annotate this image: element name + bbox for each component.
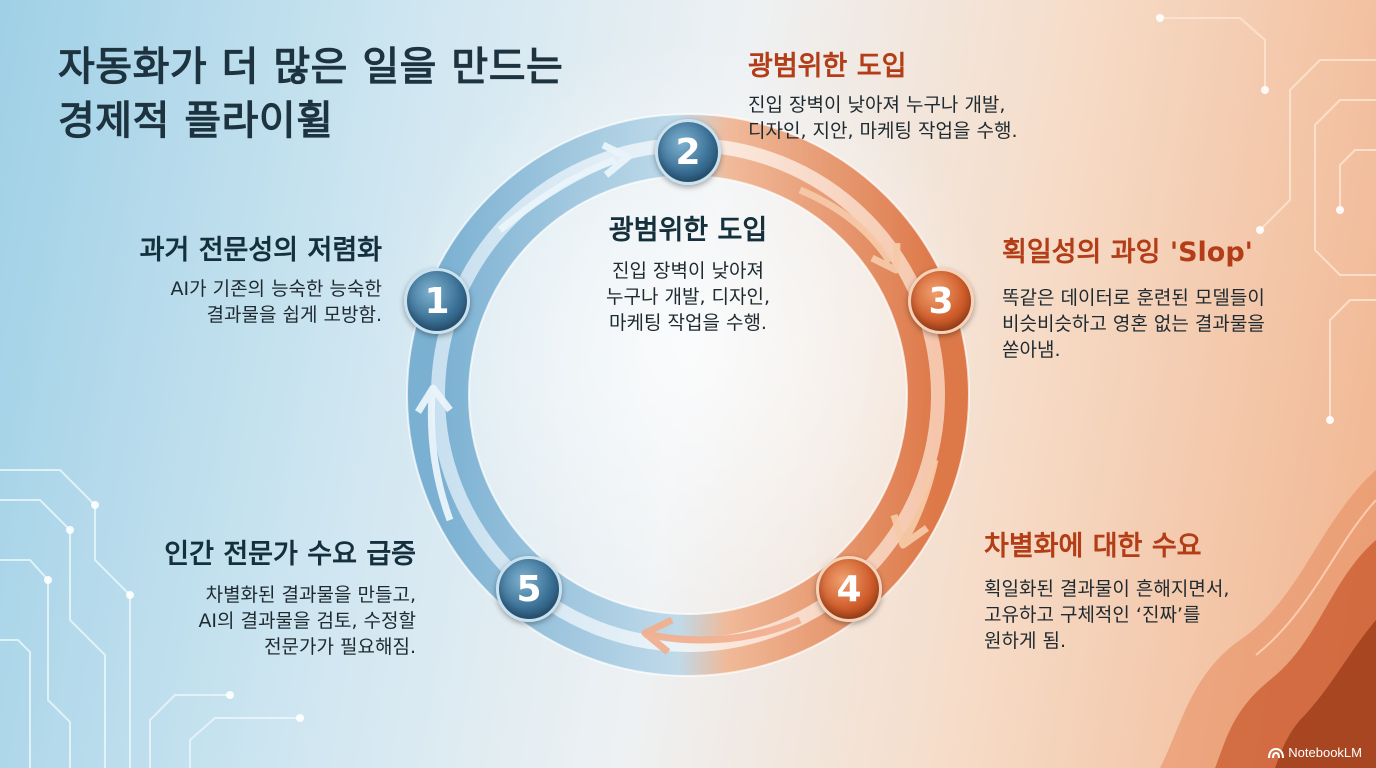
center-line-1: 진입 장벽이 낮아져: [612, 260, 764, 282]
step-3-badge: 3: [908, 268, 974, 334]
step-3-number: 3: [928, 280, 954, 322]
step-3-line-1: 똑같은 데이터로 훈련된 모델들이: [1002, 287, 1265, 309]
step-5-number: 5: [516, 568, 542, 610]
step-1-heading: 과거 전문성의 저렴화: [139, 235, 382, 266]
step-5-line-3: 전문가가 필요해짐.: [264, 636, 416, 658]
step-4-line-1: 획일화된 결과물이 흔해지면서,: [984, 578, 1230, 600]
step-5-badge: 5: [496, 556, 562, 622]
step-2-line-2: 디자인, 지안, 마케팅 작업을 수행.: [748, 120, 1018, 142]
title-line-1: 자동화가 더 많은 일을 만드는: [58, 44, 564, 90]
step-2-number: 2: [675, 131, 701, 173]
step-3-description: 똑같은 데이터로 훈련된 모델들이 비슷비슷하고 영혼 없는 결과물을 쏟아냄.: [1002, 285, 1265, 363]
step-2-heading: 광범위한 도입: [748, 51, 907, 82]
step-5-line-1: 차별화된 결과물을 만들고,: [205, 584, 416, 606]
step-2-description: 진입 장벽이 낮아져 누구나 개발, 디자인, 지안, 마케팅 작업을 수행.: [748, 92, 1018, 144]
step-1-badge: 1: [404, 268, 470, 334]
step-5-line-2: AI의 결과물을 검토, 수정할: [198, 610, 416, 632]
step-4-number: 4: [836, 568, 862, 610]
step-1-description: AI가 기존의 능숙한 능숙한 결과물을 쉽게 모방함.: [170, 276, 382, 328]
page-title: 자동화가 더 많은 일을 만드는 경제적 플라이휠: [58, 40, 563, 148]
step-4-line-2: 고유하고 구체적인 ‘진짜’를: [984, 604, 1201, 626]
center-line-2: 누구나 개발, 디자인,: [606, 286, 770, 308]
step-1-number: 1: [424, 280, 450, 322]
step-4-line-3: 원하게 됨.: [984, 630, 1066, 652]
step-4-description: 획일화된 결과물이 흔해지면서, 고유하고 구체적인 ‘진짜’를 원하게 됨.: [984, 576, 1229, 654]
step-3-heading: 획일성의 과잉 'Slop': [1002, 237, 1253, 268]
step-4-heading: 차별화에 대한 수요: [984, 531, 1202, 562]
step-1-line-1: AI가 기존의 능숙한 능숙한: [170, 278, 382, 300]
step-4-badge: 4: [816, 556, 882, 622]
notebooklm-icon: [1268, 747, 1285, 758]
title-line-2: 경제적 플라이휠: [58, 98, 334, 144]
step-1-line-2: 결과물을 쉽게 모방함.: [206, 304, 382, 326]
step-5-description: 차별화된 결과물을 만들고, AI의 결과물을 검토, 수정할 전문가가 필요해…: [198, 582, 416, 660]
notebooklm-logo: NotebookLM: [1268, 745, 1362, 760]
step-2-badge: 2: [655, 119, 721, 185]
step-3-line-2: 비슷비슷하고 영혼 없는 결과물을: [1002, 313, 1265, 335]
step-2-line-1: 진입 장벽이 낮아져 누구나 개발,: [748, 94, 1006, 116]
step-3-line-3: 쏟아냄.: [1002, 339, 1061, 361]
center-heading: 광범위한 도입: [608, 215, 768, 246]
center-description: 진입 장벽이 낮아져 누구나 개발, 디자인, 마케팅 작업을 수행.: [538, 258, 838, 336]
center-line-3: 마케팅 작업을 수행.: [609, 312, 767, 334]
notebooklm-logo-text: NotebookLM: [1288, 745, 1362, 760]
step-5-heading: 인간 전문가 수요 급증: [164, 539, 416, 570]
